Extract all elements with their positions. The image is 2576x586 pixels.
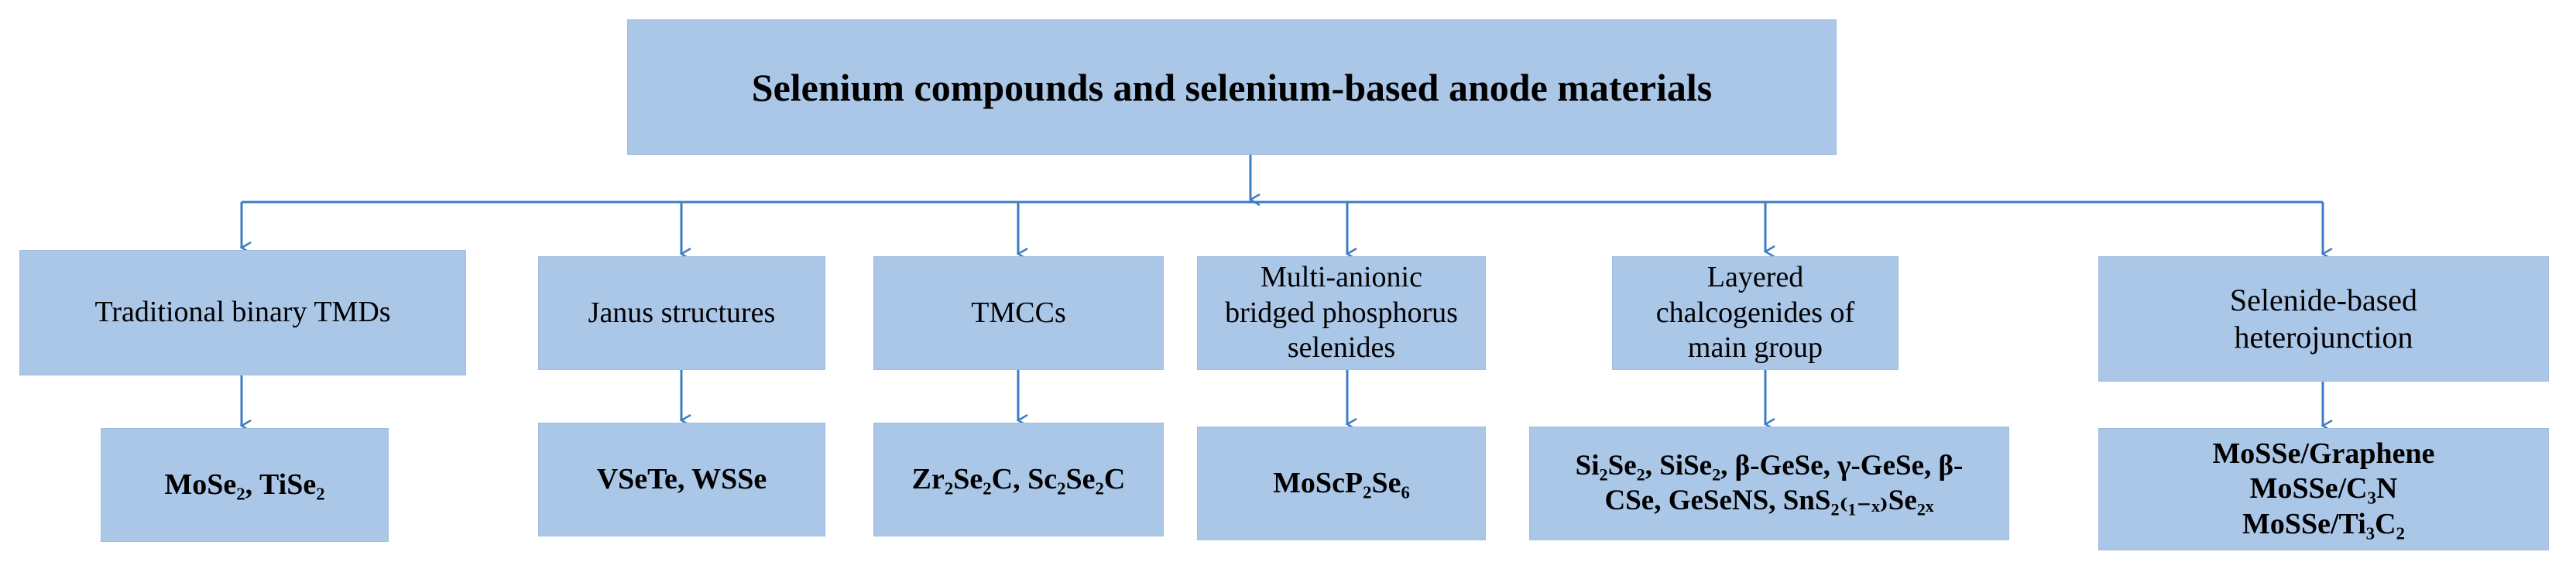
examples-box-binary-tmds: MoSe₂, TiSe₂ bbox=[101, 428, 389, 542]
category-box-binary-tmds: Traditional binary TMDs bbox=[19, 250, 466, 375]
examples-lines: MoSSe/Graphene MoSSe/C₃N MoSSe/Ti₃C₂ bbox=[2212, 437, 2434, 543]
category-label: Janus structures bbox=[588, 296, 776, 329]
title-text: Selenium compounds and selenium-based an… bbox=[751, 65, 1713, 109]
category-box-layered-chalcogenides: Layered chalcogenides of main group bbox=[1612, 256, 1899, 370]
category-box-heterojunction: Selenide-based heterojunction bbox=[2098, 256, 2549, 382]
category-box-tmccs: TMCCs bbox=[873, 256, 1164, 370]
category-label: TMCCs bbox=[971, 296, 1066, 329]
category-label: Layered chalcogenides of main group bbox=[1655, 261, 1855, 365]
examples-line: MoSSe/Graphene bbox=[2212, 437, 2435, 470]
title-box: Selenium compounds and selenium-based an… bbox=[627, 19, 1837, 155]
examples-text: VSeTe, WSSe bbox=[596, 462, 767, 495]
examples-text: MoSe₂, TiSe₂ bbox=[164, 468, 325, 501]
category-label: Selenide-based heterojunction bbox=[2229, 283, 2418, 355]
category-box-janus: Janus structures bbox=[538, 256, 825, 370]
examples-line: MoSSe/C₃N bbox=[2249, 472, 2398, 505]
examples-box-heterojunction: MoSSe/Graphene MoSSe/C₃N MoSSe/Ti₃C₂ bbox=[2098, 428, 2549, 550]
category-label: Traditional binary TMDs bbox=[94, 296, 391, 329]
examples-text: MoScP₂Se₆ bbox=[1273, 466, 1410, 499]
examples-box-phosphorus-selenides: MoScP₂Se₆ bbox=[1197, 427, 1486, 540]
examples-box-layered-chalcogenides: Si₂Se₂, SiSe₂, β-GeSe, γ-GeSe, β-CSe, Ge… bbox=[1529, 427, 2009, 540]
examples-box-janus: VSeTe, WSSe bbox=[538, 423, 825, 536]
category-label: Multi-anionic bridged phosphorus selenid… bbox=[1225, 261, 1458, 365]
examples-text: Zr₂Se₂C, Sc₂Se₂C bbox=[911, 462, 1126, 495]
examples-box-tmccs: Zr₂Se₂C, Sc₂Se₂C bbox=[873, 423, 1164, 536]
examples-line: MoSSe/Ti₃C₂ bbox=[2242, 507, 2405, 540]
category-box-phosphorus-selenides: Multi-anionic bridged phosphorus selenid… bbox=[1197, 256, 1486, 370]
examples-text: Si₂Se₂, SiSe₂, β-GeSe, γ-GeSe, β-CSe, Ge… bbox=[1575, 450, 1964, 516]
